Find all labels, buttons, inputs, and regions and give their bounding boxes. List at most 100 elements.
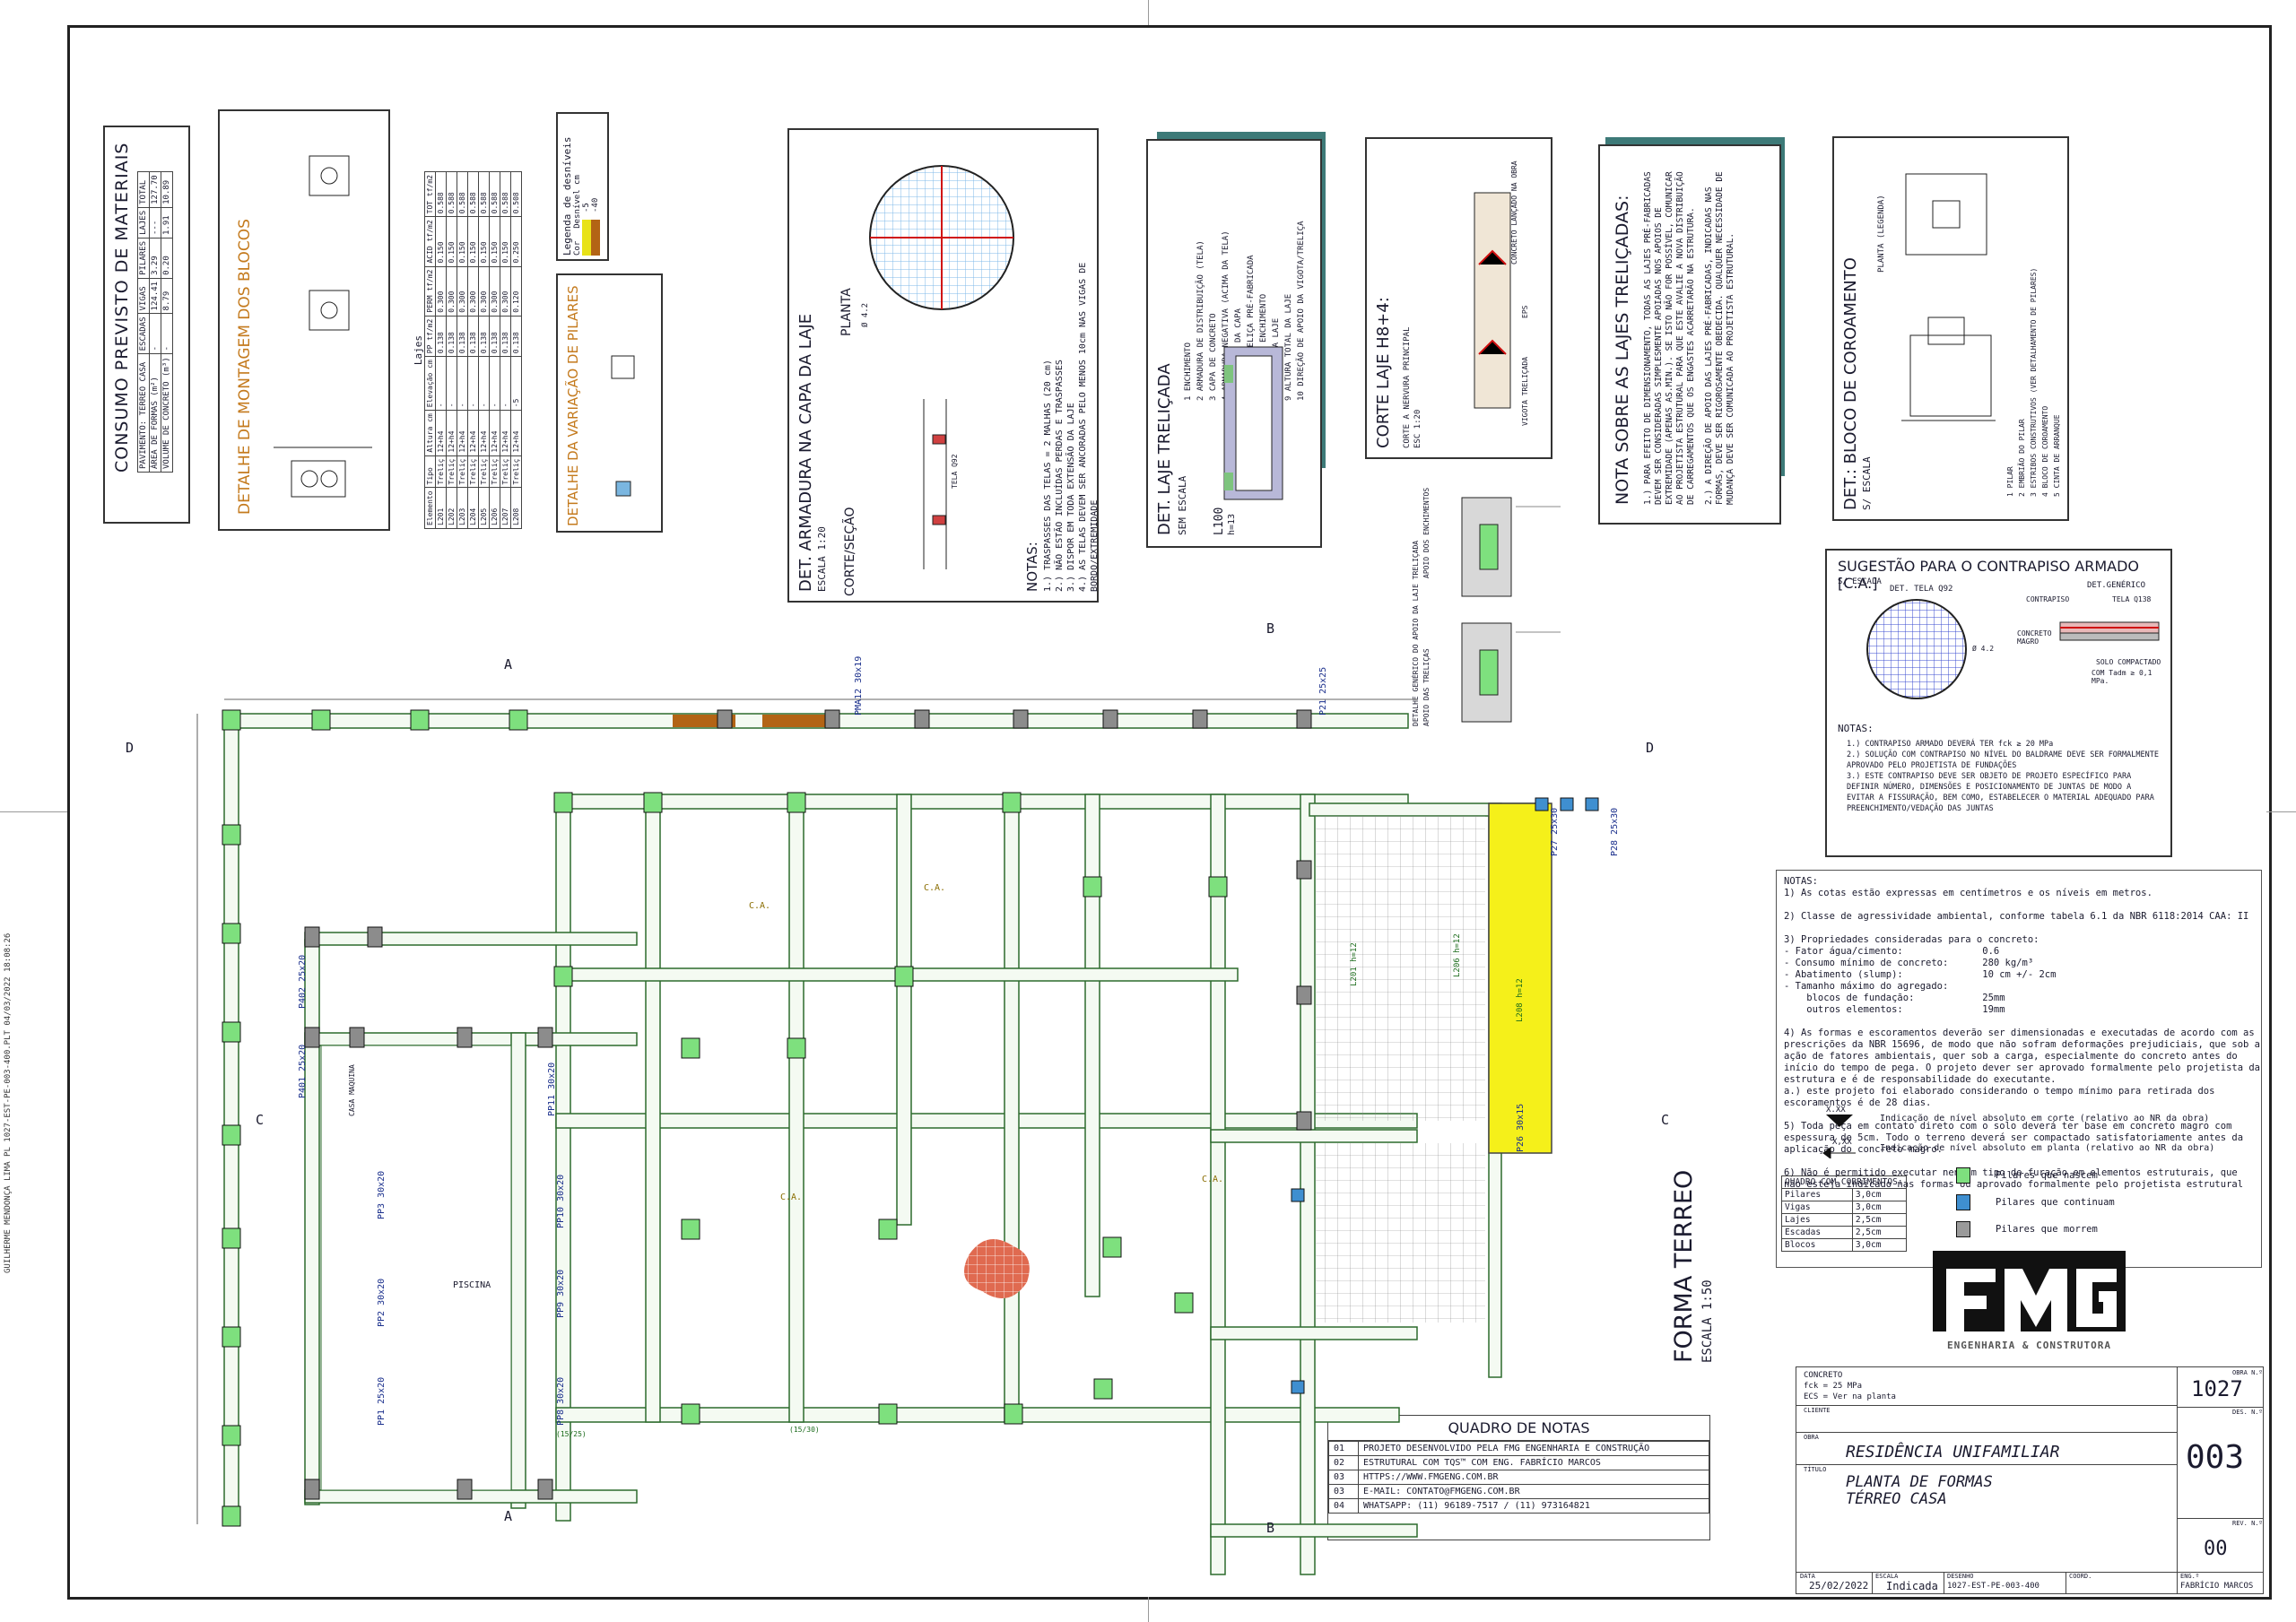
armadura-mesh-drawing bbox=[869, 165, 1014, 310]
table-cell: Treliç bbox=[446, 455, 457, 488]
armadura-escala: ESCALA 1:20 bbox=[816, 526, 828, 592]
contrapiso-tela: DET. TELA Q92 bbox=[1890, 585, 1953, 594]
table-cell: 0.588 bbox=[478, 171, 490, 217]
table-cell: 0.150 bbox=[446, 216, 457, 267]
legend-item: 4 BLOCO DE COROAMENTO bbox=[2041, 405, 2049, 497]
table-cell: 0.150 bbox=[467, 216, 479, 267]
tb-obra-n-label: OBRA N.º bbox=[2232, 1369, 2263, 1376]
tb-rev-label: REV. N.º bbox=[2232, 1520, 2263, 1527]
tb-ecs: ECS = Ver na planta bbox=[1804, 1392, 1896, 1401]
fmg-logo: ENGENHARIA & CONSTRUTORA bbox=[1933, 1246, 2126, 1354]
table-cell: 0.588 bbox=[489, 171, 500, 217]
eps-label: EPS bbox=[1521, 305, 1529, 318]
laje-label-l206: L206 h=12 bbox=[1453, 933, 1462, 977]
table-cell: 0.150 bbox=[457, 216, 468, 267]
tb-desenho: 1027-EST-PE-003-400 bbox=[1947, 1582, 2039, 1591]
armadura-notas-title: NOTAS: bbox=[1024, 542, 1040, 592]
tb-rev: 00 bbox=[2204, 1538, 2228, 1560]
table-cell: 0.588 bbox=[435, 171, 447, 217]
tb-escala: Indicada bbox=[1886, 1580, 1938, 1592]
section-marker-d: D bbox=[1646, 740, 1655, 756]
tb-desenho-label: DESENHO bbox=[1947, 1573, 1974, 1580]
apoio-l1: APOIO DOS ENCHIMENTOS bbox=[1422, 487, 1431, 578]
piscina-label: PISCINA bbox=[453, 1280, 491, 1290]
table-cell: 0.588 bbox=[500, 171, 511, 217]
table-cell: 0.508 bbox=[510, 171, 522, 217]
legend-item: Pilares que nascem bbox=[1956, 1162, 2115, 1189]
table-cell: L203 bbox=[457, 487, 468, 529]
ca-label: C.A. bbox=[1202, 1175, 1224, 1184]
trelicada-box: DET. LAJE TRELIÇADA SEM ESCALA 1 ENCHIME… bbox=[1146, 139, 1322, 548]
legend-item: 1 PILAR bbox=[2006, 466, 2014, 497]
notas-gerais: NOTAS: 1) As cotas estão expressas em ce… bbox=[1784, 876, 2261, 1190]
desniveis-title: Legenda de desníveis bbox=[561, 136, 573, 256]
pilar-label-pp1: PP1 25x20 bbox=[377, 1376, 387, 1426]
table-cell: Treliç bbox=[478, 455, 490, 488]
nivel-corte-text: Indicação de nível absoluto em corte (re… bbox=[1880, 1114, 2210, 1123]
tb-titulo-2: TÉRREO CASA bbox=[1846, 1490, 1947, 1508]
table-cell: 2,5cm bbox=[1851, 1213, 1907, 1227]
tb-eng-label: ENG.º bbox=[2180, 1573, 2200, 1580]
table-cell: 0.138 bbox=[457, 316, 468, 357]
contrapiso-nota: 2.) SOLUÇÃO COM CONTRAPISO NO NÍVEL DO B… bbox=[1847, 750, 2159, 770]
coroamento-title: DET.: BLOCO DE COROAMENTO bbox=[1841, 257, 1860, 510]
coroamento-box: DET.: BLOCO DE COROAMENTO S/ ESCALA PLAN… bbox=[1832, 136, 2069, 521]
table-cell: - bbox=[500, 356, 511, 411]
blocos-title: DETALHE DE MONTAGEM DOS BLOCOS bbox=[236, 219, 254, 515]
armadura-title: DET. ARMADURA NA CAPA DA LAJE bbox=[796, 313, 815, 592]
planta-label: PLANTA bbox=[839, 288, 854, 336]
teal-accent bbox=[1157, 132, 1326, 139]
grid-tick bbox=[0, 811, 67, 812]
consumo-table: PAVIMENTO: TERREO CASA ESCADAS VIGAS PIL… bbox=[137, 171, 173, 473]
section-marker-d: D bbox=[126, 740, 135, 756]
table-cell: L207 bbox=[500, 487, 511, 529]
table-header: QUADRO COM COBRIMENTOS: bbox=[1781, 1175, 1907, 1189]
armadura-section-drawing bbox=[923, 399, 947, 569]
table-cell: 0.300 bbox=[489, 266, 500, 317]
pilar-label-p26: P26 30x15 bbox=[1516, 1103, 1526, 1152]
pilar-label-pp3: PP3 30x20 bbox=[377, 1170, 387, 1219]
contrapiso-nota: 3.) ESTE CONTRAPISO DEVE SER OBJETO DE P… bbox=[1847, 772, 2154, 813]
logo-subtitle: ENGENHARIA & CONSTRUTORA bbox=[1947, 1340, 2111, 1351]
table-cell: - bbox=[446, 356, 457, 411]
grid-tick bbox=[1148, 1597, 1149, 1622]
corte-h8-tag: CONCRETO LANÇADO NA OBRA bbox=[1510, 160, 1518, 265]
forma-title: FORMA TERREO bbox=[1670, 1169, 1698, 1363]
lajes-title: Lajes bbox=[413, 334, 424, 366]
consumo-header: LAJES bbox=[137, 207, 150, 239]
legend-label: Pilares que morrem bbox=[1996, 1224, 2098, 1235]
trelicada-title: DET. LAJE TRELIÇADA bbox=[1155, 363, 1174, 535]
teal-accent bbox=[1605, 137, 1785, 144]
legend-item: Pilares que continuam bbox=[1956, 1189, 2115, 1216]
trelicada-escala: SEM ESCALA bbox=[1177, 475, 1188, 535]
consumo-header: PILARES bbox=[137, 238, 150, 279]
table-cell: Treliç bbox=[510, 455, 522, 488]
legend-swatch bbox=[1956, 1194, 1970, 1210]
table-cell: L206 bbox=[489, 487, 500, 529]
table-cell: - bbox=[489, 356, 500, 411]
legend-swatch bbox=[1956, 1167, 1970, 1184]
table-cell: 0.150 bbox=[489, 216, 500, 267]
tb-obra-n: 1027 bbox=[2191, 1376, 2243, 1401]
pilar-label-pp9: PP9 30x20 bbox=[556, 1269, 566, 1318]
corte-h8-drawing bbox=[1474, 192, 1511, 409]
table-cell: 0.150 bbox=[478, 216, 490, 267]
table-cell: 0.138 bbox=[489, 316, 500, 357]
pilar-label-pp10: PP10 30x20 bbox=[556, 1174, 566, 1228]
floor-plan bbox=[196, 698, 1599, 1575]
tb-data: 25/02/2022 bbox=[1809, 1580, 1869, 1592]
table-cell: Treliç bbox=[435, 455, 447, 488]
armadura-nota: 1.) TRASPASSES DAS TELAS = 2 MALHAS (20 … bbox=[1043, 360, 1053, 592]
nota-trelicadas-title: NOTA SOBRE AS LAJES TRELIÇADAS: bbox=[1613, 195, 1632, 505]
tb-escala-label: ESCALA bbox=[1875, 1573, 1899, 1580]
